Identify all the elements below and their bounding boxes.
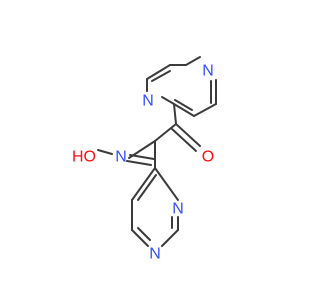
bond [174,99,193,111]
pyrazine-n1-label: N [202,63,214,80]
bond [173,103,195,117]
bond [129,154,155,160]
linker-bonds [128,103,201,169]
pyrimidine-n1-label: N [149,246,161,263]
bond [126,160,152,166]
bond [131,167,156,201]
bond [97,149,113,155]
pyrimidine-ring [131,167,179,247]
bond [175,123,201,147]
pyrazine-ring [146,56,217,117]
bond [137,174,157,201]
oxime-group [97,149,155,166]
pyrazine-n4-label: N [142,93,154,110]
bond [131,229,149,247]
atom-labels: N N O N HO N N [72,63,214,263]
bond [151,70,171,82]
bond [137,227,151,241]
bond [173,103,177,125]
bond [171,128,197,152]
oxime-nitrogen-label: N [115,149,127,166]
bond [146,64,171,80]
bond [154,123,177,142]
hydroxyl-label: HO [72,149,96,166]
bond [193,103,217,117]
molecule-structure: N N O N HO N N [72,56,217,263]
bond [161,96,175,105]
pyrimidine-n3-label: N [172,201,184,218]
bond [161,229,179,247]
bond [154,167,179,201]
bond [185,56,201,66]
carbonyl-oxygen-label: O [202,149,214,166]
